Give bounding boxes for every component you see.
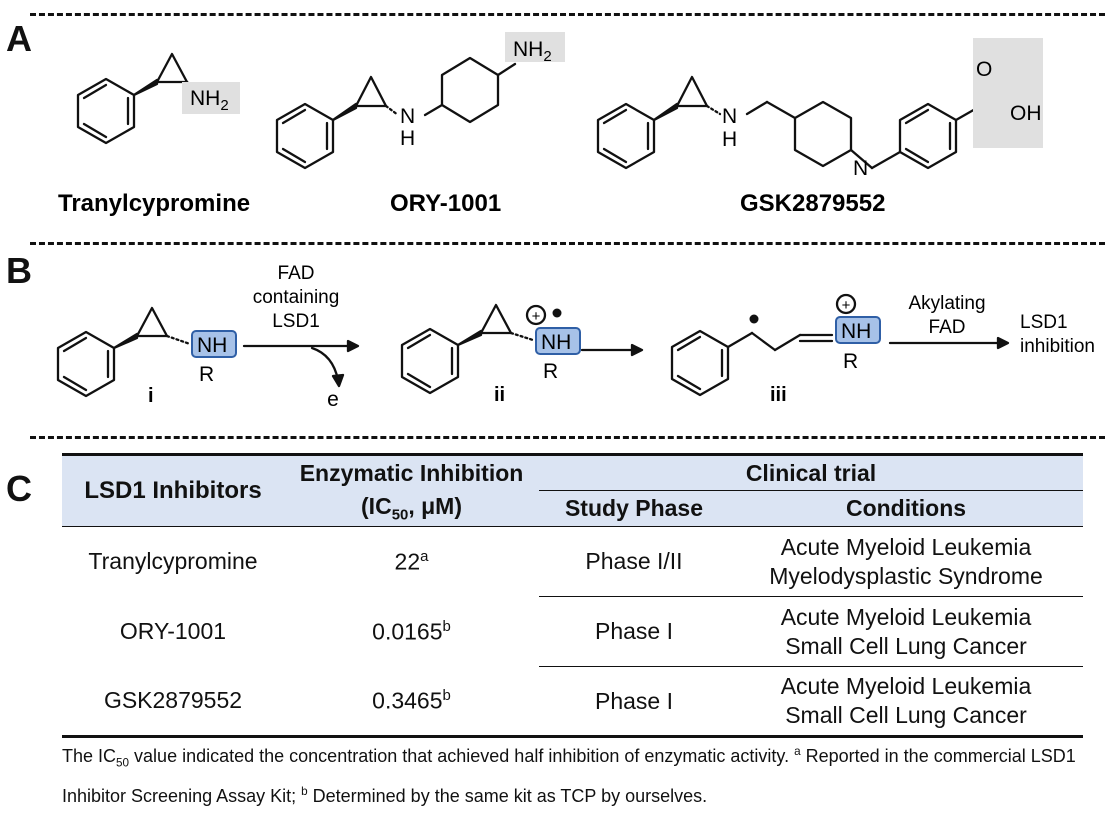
- atom-n: N: [722, 105, 737, 128]
- mechanism-panel: + NH NH NH R R R + + FAD containing LSD1…: [56, 263, 1095, 411]
- separator-top: [30, 13, 1105, 16]
- study-phase: Phase I: [539, 596, 729, 667]
- header-clinical-trial: Clinical trial: [539, 454, 1083, 491]
- inhibitor-name: GSK2879552: [103, 687, 243, 714]
- structures-panel: NH2 N H NH2 N H N O OH Tranylcypromine O…: [58, 32, 1043, 217]
- inhibitor-table: LSD1 Inhibitors Enzymatic Inhibition Cli…: [62, 453, 1083, 738]
- carboxyl-highlight: [973, 38, 1043, 148]
- header-enzymatic: Enzymatic Inhibition: [284, 454, 539, 491]
- atom-oh: OH: [1010, 102, 1042, 125]
- plus-charge: +: [842, 297, 851, 314]
- atom-h: H: [722, 128, 737, 151]
- inhibitor-table-section: LSD1 Inhibitors Enzymatic Inhibition Cli…: [62, 453, 1083, 738]
- intermediate-label-ii: ii: [494, 384, 505, 406]
- header-conditions: Conditions: [729, 490, 1083, 527]
- ic50-value: 22a: [394, 547, 429, 575]
- atom-nh: NH: [841, 320, 871, 343]
- atom-nh2: NH2: [513, 38, 552, 65]
- step1-label-line3: LSD1: [272, 311, 320, 332]
- ic50-value: 0.0165b: [372, 617, 451, 645]
- atom-nh: NH: [541, 331, 571, 354]
- panel-label-c: C: [6, 468, 32, 509]
- panel-label-a: A: [6, 18, 32, 59]
- amine-highlight: [535, 327, 581, 355]
- amine-highlight: [191, 330, 237, 358]
- inhibitor-name: Tranylcypromine: [88, 548, 258, 575]
- header-ic50: (IC50, μM): [284, 490, 539, 527]
- radical-dot: [552, 308, 562, 318]
- amine-highlight: [835, 316, 881, 344]
- atom-o: O: [976, 58, 992, 81]
- plus-charge: +: [532, 308, 541, 325]
- header-study-phase: Study Phase: [539, 490, 729, 527]
- table-row: ORY-1001 0.0165b Phase I Acute Myeloid L…: [62, 596, 1083, 667]
- compound-name-ory-1001: ORY-1001: [390, 190, 501, 217]
- panel-label-b: B: [6, 250, 32, 291]
- table-row: Tranylcypromine 22a Phase I/II Acute Mye…: [62, 527, 1083, 597]
- separator-ab: [30, 242, 1105, 245]
- ic50-value: 0.3465b: [372, 686, 451, 714]
- intermediate-label-iii: iii: [770, 384, 787, 406]
- atom-h: H: [400, 127, 415, 150]
- step1-label-line2: containing: [253, 287, 340, 308]
- compound-name-tranylcypromine: Tranylcypromine: [58, 190, 250, 217]
- step1-label-line1: FAD: [278, 263, 315, 284]
- electron-label: e: [327, 388, 339, 411]
- gsk2879552-structure: [596, 75, 1010, 170]
- atom-r: R: [543, 360, 558, 383]
- radical-dot: [749, 314, 759, 324]
- tranylcypromine-structure: [76, 52, 196, 145]
- step3-label-line1: Akylating: [908, 293, 985, 314]
- study-phase: Phase I/II: [585, 548, 683, 574]
- atom-n: N: [400, 105, 415, 128]
- ory-1001-structure: [275, 56, 517, 170]
- intermediate-label-i: i: [148, 385, 154, 407]
- atom-n: N: [853, 157, 868, 180]
- result-label-line2: inhibition: [1020, 336, 1095, 357]
- header-inhibitors: LSD1 Inhibitors: [62, 454, 284, 527]
- study-phase: Phase I: [539, 666, 729, 737]
- compound-name-gsk2879552: GSK2879552: [740, 190, 885, 217]
- atom-r: R: [843, 350, 858, 373]
- atom-r: R: [199, 363, 214, 386]
- result-label-line1: LSD1: [1020, 312, 1068, 333]
- table-footnote: The IC50 value indicated the concentrati…: [62, 745, 1076, 806]
- inhibitor-name: ORY-1001: [119, 618, 227, 644]
- table-row: GSK2879552 0.3465b Phase I Acute Myeloid…: [62, 666, 1083, 737]
- amine-highlight: [505, 32, 565, 62]
- step3-label-line2: FAD: [929, 317, 966, 338]
- amine-highlight: [182, 82, 240, 114]
- atom-nh2: NH2: [190, 87, 229, 114]
- separator-bc: [30, 436, 1105, 439]
- atom-nh: NH: [197, 334, 227, 357]
